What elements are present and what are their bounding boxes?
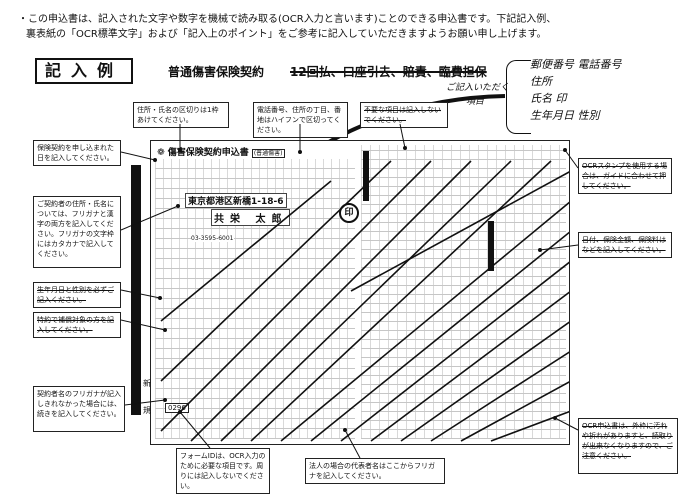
form-black-bar [488,221,494,271]
side-label-new: 新 [143,379,151,388]
note-date-written: 保険契約を申し込まれた日を記入してください。 [33,140,121,166]
note-right-struck-2: 日付、保険金額、保険料はなどを記入してください。 [578,232,672,258]
note-right-struck-3: OCR申込書は、外枠に汚れや折れがありますと、読取りが出来なくなりますので、ご注… [578,418,678,474]
note-top-struck: 不要な項目は記入しないでください。 [360,102,448,128]
example-title: 普通傷害保険契約 [168,65,265,79]
note-kana-spill: 契約者名のフリガナが記入しきれなかった場合には、続きを記入してください。 [33,386,125,432]
handwritten-item: 生年月日 性別 [530,109,600,122]
intro-line-2: 裏表紙の「OCR標準文字」および「記入上のポイント」をご参考に記入していただきま… [26,29,547,40]
left-binding-bar [131,165,141,415]
handwritten-items: 郵便番号 電話番号 住所 氏名 印 生年月日 性別 [530,56,622,124]
sample-phone: 03-3595-6001 [191,235,234,242]
handwritten-caption-1: ご記入いただく [446,83,510,93]
side-label-reg: 規 [143,406,151,415]
note-left-struck-2: 特約で補償対象の方を記入してください。 [33,312,121,338]
handwritten-item: 氏名 印 [530,92,567,105]
sample-address: 東京都港区新橋1-18-6 [185,193,287,208]
seal-stamp: 印 [339,203,359,223]
note-left-struck-1: 生年月日と性別を必ずご記入ください。 [33,282,121,308]
handwritten-item: 郵便番号 電話番号 [530,58,622,71]
example-label: 記入例 [35,58,133,84]
note-form-id: フォームIDは、OCR入力のために必要な項目です。周りには記入しないでください。 [176,448,270,494]
struck-payment-items: 12回払、口座引去、賠責、臨費担保 [290,65,487,79]
form-title: ❁ 傷害保険契約申込書 (普通傷害) [157,148,285,158]
form-logo-icon: ❁ [157,148,168,158]
form-strike-lines [160,160,569,442]
form-black-bar [363,151,369,201]
handwritten-brace [506,60,531,134]
note-name-boundary: 住所・氏名の区切りは1枠あけてください。 [133,102,229,128]
handwritten-caption-2: 項目 [466,97,485,107]
intro-text: ・この申込書は、記入された文字や数字を機械で読み取る(OCR入力と言います)こと… [18,12,556,42]
intro-line-1: ・この申込書は、記入された文字や数字を機械で読み取る(OCR入力と言います)こと… [18,14,557,25]
application-form: ❁ 傷害保険契約申込書 (普通傷害) 東京都港区新橋1-18-6 共栄 太郎 印… [150,140,570,445]
note-phone-hyphen: 電話番号、住所の丁目、番地はハイフンで区切ってください。 [253,102,348,138]
sample-name: 共栄 太郎 [211,209,291,226]
note-address-name: ご契約者の住所・氏名については、フリガナと漢字の両方を記入してください。フリガナ… [33,196,121,268]
note-representative: 法人の場合の代表者名はここからフリガナを記入してください。 [305,458,445,484]
form-id: 0296 [165,403,189,413]
note-right-struck-1: OCRスタンプを使用する場合は、ガイドに合わせて押してください。 [578,158,672,194]
handwritten-item: 住所 [530,75,552,88]
